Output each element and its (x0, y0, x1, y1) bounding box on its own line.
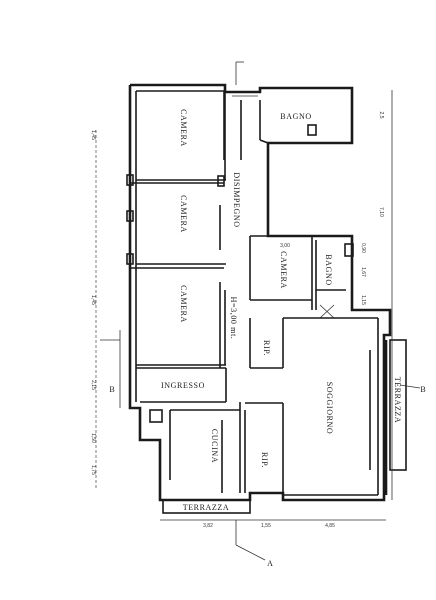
room-label-rip-2: RIP. (260, 452, 269, 468)
dim-right-1: 2,5 (378, 112, 384, 119)
dim-left-5: 1,75 (90, 465, 96, 475)
room-label-terrazza-bottom: TERRAZZA (183, 503, 230, 512)
dim-right-5: 1,15 (360, 295, 366, 305)
room-label-soggiorno: SOGGIORNO (325, 382, 334, 435)
room-label-terrazza-right: TERRAZZA (393, 377, 402, 424)
bedroom-partitions (126, 91, 226, 369)
room-label-disimpegno: DISIMPEGNO (232, 172, 241, 227)
center-block (249, 235, 354, 319)
room-labels: CAMERA CAMERA CAMERA DISIMPEGNO H=3,00 m… (161, 109, 402, 512)
dim-right-4: 1,67 (360, 267, 366, 277)
room-label-ingresso: INGRESSO (161, 381, 205, 390)
dim-right-3: 0,90 (360, 243, 366, 253)
dim-inner-1: 3,00 (280, 243, 290, 249)
room-label-camera-1: CAMERA (179, 109, 188, 147)
section-mark-b-right: B (420, 385, 425, 394)
height-note: H=3,00 mt. (229, 297, 238, 340)
outer-walls (128, 83, 392, 502)
dim-left-3: 2,15 (90, 380, 96, 390)
dim-bottom-3: 4,85 (325, 523, 335, 529)
room-label-camera-2: CAMERA (179, 195, 188, 233)
dim-right-2: 7,10 (378, 207, 384, 217)
dim-left-2: 1,45 (90, 295, 96, 305)
section-markers: B B A (109, 385, 425, 568)
living-block (249, 317, 388, 496)
dim-left-1: 1,45 (90, 130, 96, 140)
guide-lines (95, 61, 421, 561)
kitchen-block (140, 368, 283, 493)
room-label-cucina: CUCINA (210, 429, 219, 463)
room-label-rip-1: RIP. (262, 340, 271, 356)
room-label-bagno-1: BAGNO (280, 112, 311, 121)
room-label-camera-3: CAMERA (179, 285, 188, 323)
section-mark-a-bottom: A (267, 559, 273, 568)
bathroom-walls (224, 92, 317, 180)
room-label-bagno-2: BAGNO (324, 254, 333, 285)
dim-bottom-2: 1,55 (261, 523, 271, 529)
dim-left-4: 1,50 (90, 433, 96, 443)
dimension-labels: 2,5 7,10 0,90 1,67 1,15 3,00 3,82 1,55 4… (90, 112, 384, 529)
room-label-camera-4: CAMERA (279, 251, 288, 289)
dim-bottom-1: 3,82 (203, 523, 213, 529)
section-mark-b-left: B (109, 385, 114, 394)
terraces (162, 339, 407, 514)
